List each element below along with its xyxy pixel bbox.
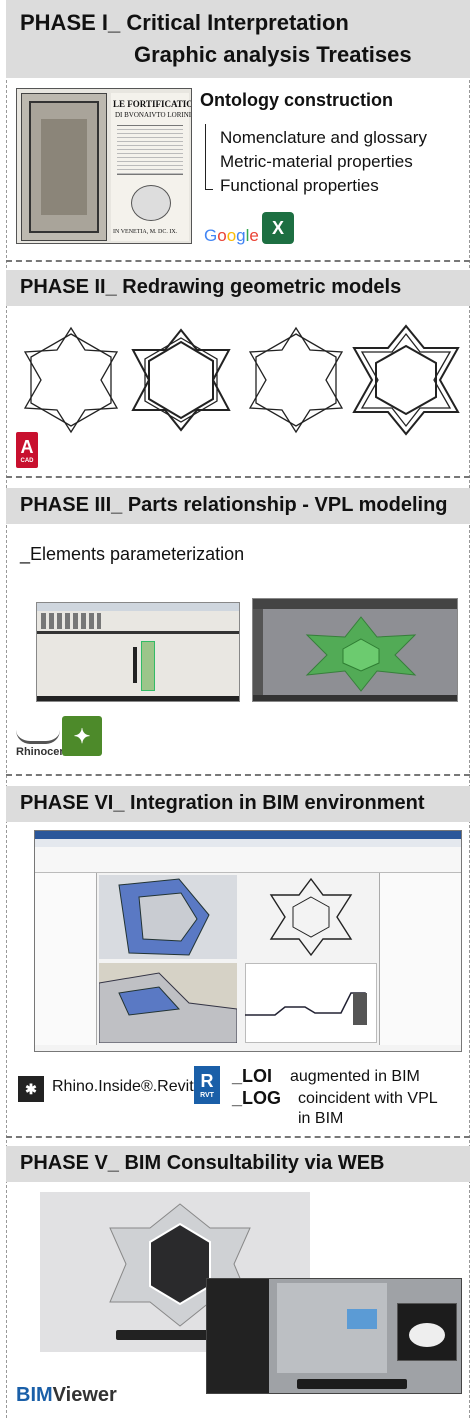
grasshopper-icon: ✦ (62, 716, 102, 756)
revit-3d-view (118, 878, 210, 956)
revit-detail-view (99, 972, 237, 1043)
page-frame (6, 0, 470, 1418)
phase3-title: PHASE III_ Parts relationship - VPL mode… (20, 494, 448, 516)
phase1-title-line2: Graphic analysis Treatises (134, 42, 412, 67)
rhinoceros-label: Rhinoceros (16, 746, 77, 758)
revit-section-view (245, 992, 367, 1025)
loi-text: augmented in BIM (290, 1068, 420, 1085)
rhino-inside-icon: ✱ (18, 1076, 44, 1102)
log-text-continued: in BIM (298, 1110, 344, 1127)
ontology-heading: Ontology construction (200, 90, 393, 110)
book-city: IN VENETIA, M. DC. IX. (113, 229, 178, 235)
ontology-item: Metric-material properties (220, 152, 413, 171)
bimviewer-logo: BIMViewer (16, 1384, 117, 1407)
phase4-title: PHASE VI_ Integration in BIM environment (20, 792, 425, 814)
phase-separator (6, 260, 470, 262)
ontology-bracket (205, 124, 213, 190)
autocad-letter: A (20, 436, 34, 457)
autocad-badge: CAD (20, 457, 34, 464)
phase2-header: PHASE II_ Redrawing geometric models (6, 270, 470, 306)
revit-badge: RVT (200, 1092, 214, 1099)
google-logo: Google (204, 226, 259, 245)
bimviewer-prefix: BIM (16, 1384, 53, 1406)
phase2-title: PHASE II_ Redrawing geometric models (20, 276, 402, 298)
green-fortress-model (305, 616, 417, 692)
bimviewer-label: Viewer (52, 1384, 117, 1406)
log-text: coincident with VPL (298, 1090, 438, 1107)
book-author: DI BVONAIVTO LORINI (115, 111, 192, 119)
book-title: LE FORTIFICATIONI (113, 99, 191, 109)
rhino-icon (16, 730, 60, 744)
ontology-item: Nomenclature and glossary (220, 128, 427, 147)
excel-icon: X (262, 212, 294, 244)
phase-separator (6, 476, 470, 478)
phase1-title-line1: PHASE I_ Critical Interpretation (20, 10, 349, 35)
autocad-icon: A CAD (16, 432, 38, 468)
revit-icon: R RVT (194, 1066, 220, 1104)
fortress-drawings (23, 324, 460, 436)
phase-separator (6, 774, 470, 776)
log-key: _LOG (232, 1088, 282, 1108)
loi-key: _LOI (232, 1066, 273, 1086)
web-viewer-screenshot-2 (206, 1278, 462, 1394)
phase3-header: PHASE III_ Parts relationship - VPL mode… (6, 488, 470, 524)
rhino-viewport-screenshot (252, 598, 458, 702)
phase4-header: PHASE VI_ Integration in BIM environment (6, 786, 470, 822)
phase-separator (6, 1136, 470, 1138)
revit-screenshot (34, 830, 462, 1052)
phase5-title: PHASE V_ BIM Consultability via WEB (20, 1152, 385, 1174)
phase5-header: PHASE V_ BIM Consultability via WEB (6, 1146, 470, 1182)
revit-letter: R (200, 1071, 214, 1091)
treatise-book-image: LE FORTIFICATIONI DI BVONAIVTO LORINI IN… (16, 88, 192, 244)
ontology-item: Functional properties (220, 176, 379, 195)
phase1-header: PHASE I_ Critical Interpretation Graphic… (6, 0, 470, 78)
phase3-subtitle: _Elements parameterization (20, 544, 245, 564)
rhino-inside-label: Rhino.Inside®.Revit (52, 1078, 194, 1095)
grasshopper-screenshot (36, 602, 240, 702)
rhinoceros-logo: Rhinoceros (16, 730, 77, 758)
revit-plan-view (269, 877, 353, 957)
